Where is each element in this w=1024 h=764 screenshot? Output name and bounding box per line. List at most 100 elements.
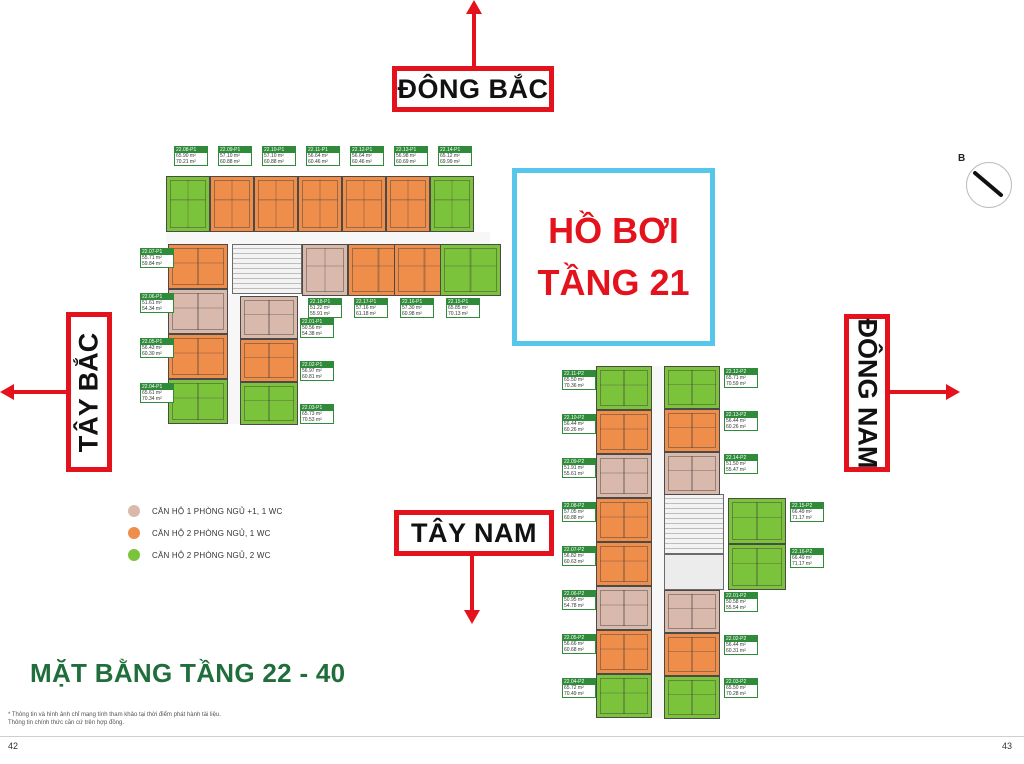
unit-area: 57.05 m² (564, 509, 584, 515)
unit-code: 22.14-P1 (439, 147, 471, 153)
unit-area: 55.54 m² (726, 605, 746, 611)
apartment-unit[interactable] (664, 633, 720, 676)
apartment-unit[interactable] (596, 410, 652, 454)
unit-code: 22.06-P1 (141, 294, 173, 300)
unit-code: 22.04-P1 (141, 384, 173, 390)
page-number-left: 42 (8, 741, 19, 751)
apartment-unit[interactable] (664, 409, 720, 452)
page-divider (0, 736, 1024, 737)
apartment-unit[interactable] (596, 586, 652, 630)
unit-area: 69.99 m² (440, 159, 460, 165)
apartment-unit[interactable] (664, 366, 720, 409)
apartment-unit[interactable] (596, 630, 652, 674)
apartment-unit[interactable] (596, 366, 652, 410)
apartment-unit[interactable] (168, 289, 228, 334)
unit-area: 54.78 m² (564, 603, 584, 609)
unit-code: 22.14-P2 (725, 455, 757, 461)
unit-code: 22.16-P2 (791, 549, 823, 555)
unit-code: 22.02-P1 (301, 362, 333, 368)
unit-area: 51.22 m² (310, 305, 330, 311)
unit-area: 66.49 m² (792, 509, 812, 515)
unit-code: 22.06-P2 (563, 591, 595, 597)
apartment-unit[interactable] (728, 544, 786, 590)
apartment-unit[interactable] (240, 339, 298, 382)
apartment-unit[interactable] (664, 590, 720, 633)
unit-code: 22.05-P1 (141, 339, 173, 345)
unit-code: 22.08-P2 (563, 503, 595, 509)
unit-area: 66.49 m² (792, 555, 812, 561)
apartment-unit[interactable] (168, 334, 228, 379)
apartment-unit[interactable] (386, 176, 430, 232)
north-east-label: ĐÔNG BẮC (392, 66, 554, 112)
apartment-unit[interactable] (168, 244, 228, 289)
apartment-unit[interactable] (728, 498, 786, 544)
unit-code: 22.17-P1 (355, 299, 387, 305)
apartment-unit[interactable] (596, 674, 652, 718)
apartment-unit[interactable] (664, 676, 720, 719)
apartment-unit[interactable] (302, 244, 348, 296)
apartment-unit[interactable] (664, 452, 720, 495)
compass-letter: B (958, 153, 966, 164)
apartment-unit[interactable] (596, 454, 652, 498)
unit-area: 60.26 m² (564, 427, 584, 433)
unit-area: 70.21 m² (176, 159, 196, 165)
apartment-unit[interactable] (240, 382, 298, 425)
unit-area: 55.91 m² (310, 311, 330, 317)
apartment-unit[interactable] (240, 296, 298, 339)
unit-code: 22.07-P2 (563, 547, 595, 553)
unit-code: 22.11-P1 (307, 147, 339, 153)
unit-area: 71.17 m² (792, 515, 812, 521)
apartment-unit[interactable] (430, 176, 474, 232)
apartment-unit[interactable] (254, 176, 298, 232)
apartment-unit[interactable] (342, 176, 386, 232)
legend-label: CĂN HỘ 2 PHÒNG NGỦ, 1 WC (152, 528, 271, 538)
apartment-unit[interactable] (166, 176, 210, 232)
apartment-unit[interactable] (298, 176, 342, 232)
unit-area: 57.30 m² (402, 305, 422, 311)
unit-code: 22.09-P2 (563, 459, 595, 465)
unit-area: 56.98 m² (396, 153, 416, 159)
apartment-unit[interactable] (596, 542, 652, 586)
apartment-unit[interactable] (440, 244, 501, 296)
unit-area: 60.26 m² (726, 424, 746, 430)
unit-area: 50.56 m² (302, 325, 322, 331)
unit-area: 50.58 m² (726, 599, 746, 605)
legend-label: CĂN HỘ 2 PHÒNG NGỦ, 2 WC (152, 550, 271, 560)
unit-area: 60.63 m² (564, 559, 584, 565)
unit-area: 60.46 m² (308, 159, 328, 165)
block-1-vertical-corridor (228, 294, 240, 424)
unit-area: 51.91 m² (564, 465, 584, 471)
unit-area: 70.53 m² (302, 417, 322, 423)
unit-code: 22.03-P2 (725, 679, 757, 685)
apartment-unit[interactable] (210, 176, 254, 232)
apartment-unit[interactable] (596, 498, 652, 542)
unit-area: 65.90 m² (176, 153, 196, 159)
unit-area: 57.10 m² (220, 153, 240, 159)
unit-area: 50.95 m² (564, 597, 584, 603)
plan-title: MẶT BẰNG TẦNG 22 - 40 (30, 658, 346, 688)
unit-area: 54.38 m² (302, 331, 322, 337)
unit-area: 60.81 m² (302, 374, 322, 380)
unit-code: 22.04-P2 (563, 679, 595, 685)
unit-code: 22.01-P2 (725, 593, 757, 599)
unit-area: 56.64 m² (352, 153, 372, 159)
unit-area: 56.44 m² (564, 421, 584, 427)
unit-area: 65.61 m² (142, 390, 162, 396)
unit-area: 70.59 m² (726, 381, 746, 387)
unit-area: 56.66 m² (564, 641, 584, 647)
